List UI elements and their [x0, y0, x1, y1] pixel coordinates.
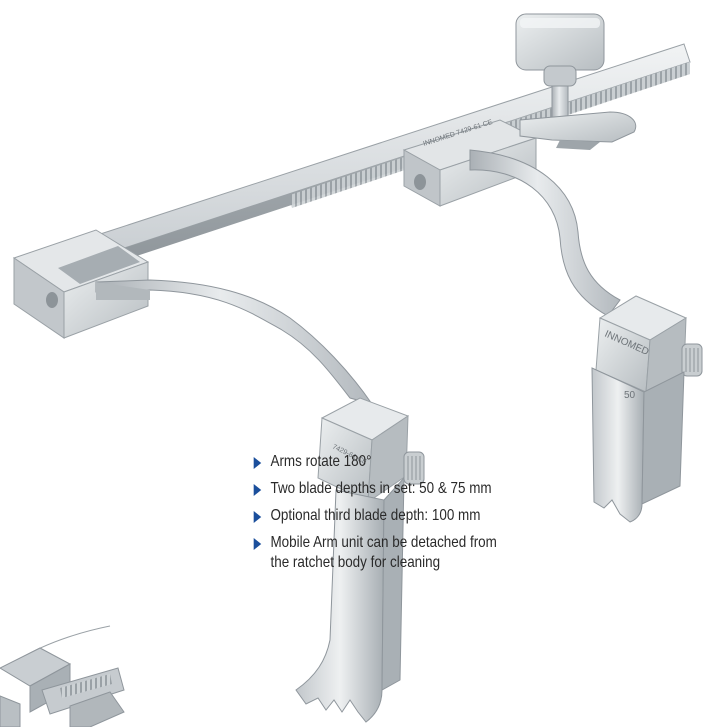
feature-item: Optional third blade depth: 100 mm [252, 506, 521, 526]
left-pivot-screw [46, 292, 58, 308]
feature-text: Mobile Arm unit can be detached from [270, 534, 497, 551]
slider-pivot-screw [414, 174, 426, 190]
ratchet-lever [519, 111, 637, 143]
feature-text: the ratchet body for cleaning [270, 554, 441, 571]
left-blade [295, 489, 385, 723]
feature-text: Two blade depths in set: 50 & 75 mm [270, 480, 492, 497]
right-arm [469, 149, 621, 317]
feature-text: Optional third blade depth: 100 mm [270, 507, 481, 524]
feature-list: Arms rotate 180° Two blade depths in set:… [252, 452, 572, 580]
triangle-bullet-icon [253, 484, 262, 496]
ratchet-bar [87, 43, 691, 270]
right-blade [591, 367, 645, 523]
right-blade-depth: 50 [624, 390, 636, 401]
feature-item: Mobile Arm unit can be detached from the … [252, 533, 521, 573]
triangle-bullet-icon [253, 457, 262, 469]
triangle-bullet-icon [253, 511, 262, 523]
detached-arm-inset [0, 625, 125, 727]
left-thumb-screw [403, 451, 425, 485]
right-thumb-screw [681, 343, 703, 377]
right-blade-holder: INNOMED [595, 295, 703, 393]
left-blade-holder: 7429-61 CE [317, 397, 425, 503]
feature-item: Two blade depths in set: 50 & 75 mm [252, 479, 521, 499]
feature-item: Arms rotate 180° [252, 452, 521, 472]
wing-nut-handle [515, 13, 605, 133]
feature-text: Arms rotate 180° [270, 453, 372, 470]
triangle-bullet-icon [253, 538, 262, 550]
mobile-slider-block: INNOMED 7429-61 CE [402, 119, 538, 207]
